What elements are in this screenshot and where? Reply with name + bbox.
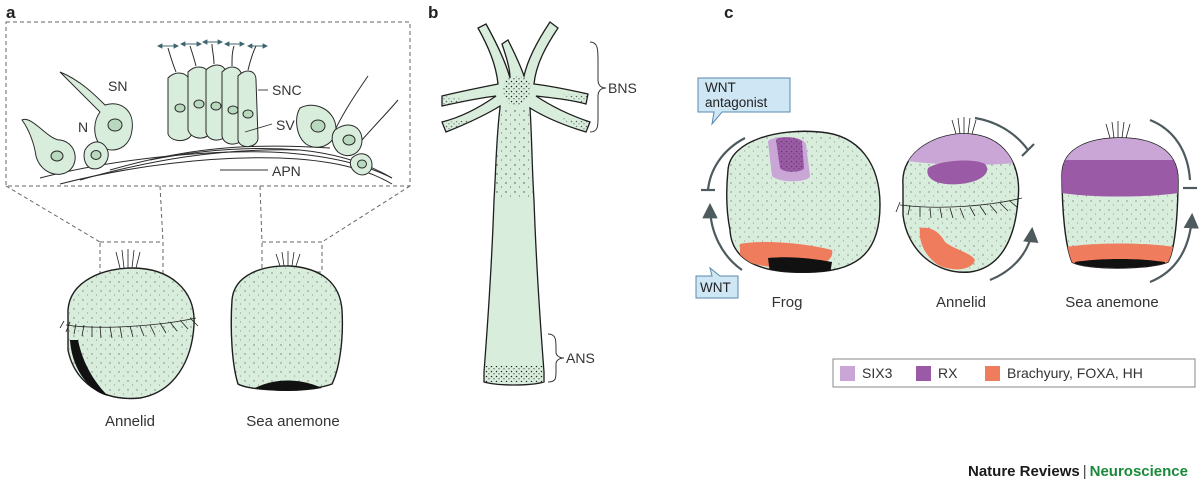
wnt-callout <box>695 266 739 299</box>
apical-organ-neurons <box>21 43 399 185</box>
zoom-line-right <box>321 185 411 243</box>
annelid-embryo-c <box>895 117 1023 273</box>
label-sn: SN <box>108 78 127 94</box>
panel-a-letter: a <box>6 3 16 22</box>
journal-name: Neuroscience <box>1089 463 1188 480</box>
callout-bottom: WNT <box>700 280 731 295</box>
label-snc: SNC <box>272 82 302 98</box>
callout-top-line1: WNT <box>705 80 736 95</box>
credit-separator: | <box>1082 463 1087 480</box>
hydra-brackets <box>547 41 607 383</box>
legend-label-rx: RX <box>938 365 958 381</box>
callout-top-line2: antagonist <box>705 95 768 110</box>
sea-anemone-embryo-c <box>1061 121 1179 269</box>
legend: SIX3 RX Brachyury, FOXA, HH <box>840 365 1143 381</box>
ciliary-motion-arrows <box>156 39 269 49</box>
frog-embryo <box>725 130 881 274</box>
annelid-six3-domain <box>902 133 1019 165</box>
legend-box <box>832 358 1196 388</box>
wnt-signalling-arrows <box>701 116 1199 284</box>
wnt-antagonist-callout <box>697 77 791 126</box>
anemone-rx-domain <box>1062 160 1178 197</box>
legend-swatch-rx <box>916 366 931 381</box>
caption-sea-anemone-a: Sea anemone <box>246 413 339 430</box>
journal-credit: Nature Reviews|Neuroscience <box>968 463 1188 480</box>
publisher-name: Nature Reviews <box>967 463 1080 480</box>
annelid-rx-domain <box>927 160 988 185</box>
panel-b-letter: b <box>428 3 438 22</box>
caption-sea-anemone-c: Sea anemone <box>1065 294 1158 311</box>
legend-label-six3: SIX3 <box>862 365 893 381</box>
label-n: N <box>78 119 88 135</box>
legend-label-brachyury: Brachyury, FOXA, HH <box>1007 365 1143 381</box>
caption-frog: Frog <box>772 294 803 311</box>
label-bns: BNS <box>608 80 637 96</box>
panel-c-letter: c <box>724 3 733 22</box>
annelid-brachyury-domain <box>919 227 975 270</box>
zoom-line-mid-left <box>159 185 164 243</box>
legend-swatch-six3 <box>840 366 855 381</box>
legend-swatch-brachyury <box>985 366 1000 381</box>
zoom-line-mid-right <box>259 185 263 243</box>
caption-annelid-c: Annelid <box>936 294 986 311</box>
label-sv: SV <box>276 117 295 133</box>
inset-box <box>5 21 411 187</box>
hydra-polyp <box>441 21 591 386</box>
inset-leader-lines <box>220 89 273 171</box>
zoom-line-left <box>5 185 101 243</box>
annelid-larva-a <box>59 249 199 400</box>
sea-anemone-larva-a <box>230 251 344 391</box>
caption-annelid-a: Annelid <box>105 413 155 430</box>
label-apn: APN <box>272 163 301 179</box>
label-ans: ANS <box>566 350 595 366</box>
